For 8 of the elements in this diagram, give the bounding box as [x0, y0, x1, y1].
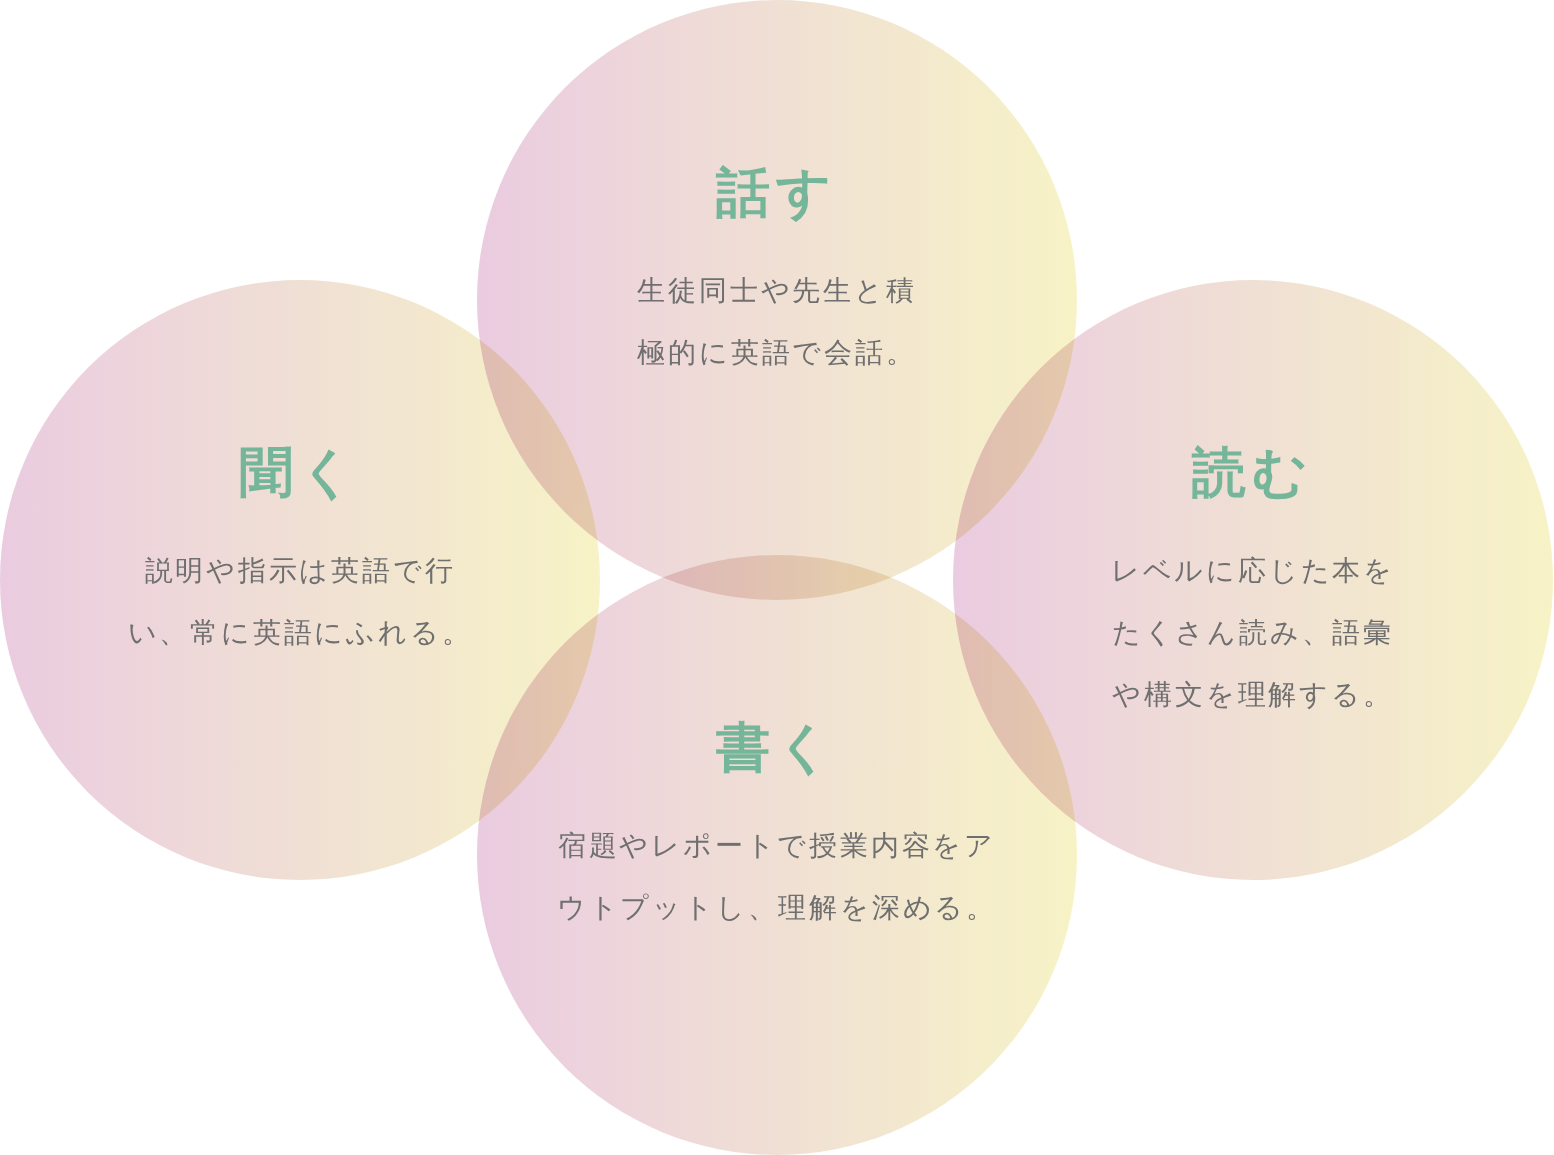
skill-heading: 書く [716, 716, 838, 779]
skill-description: 宿題やレポートで授業内容をアウトプットし、理解を深める。 [555, 829, 999, 925]
skill-heading: 話す [716, 161, 838, 224]
skill-description: 説明や指示は英語で行い、常に英語にふれる。 [126, 554, 474, 650]
skill-heading: 聞く [239, 441, 361, 504]
skill-description: レベルに応じた本をたくさん読み、語彙や構文を理解する。 [1109, 554, 1397, 712]
skill-description: 生徒同士や先生と積極的に英語で会話。 [636, 274, 918, 370]
skill-heading: 読む [1192, 441, 1314, 504]
